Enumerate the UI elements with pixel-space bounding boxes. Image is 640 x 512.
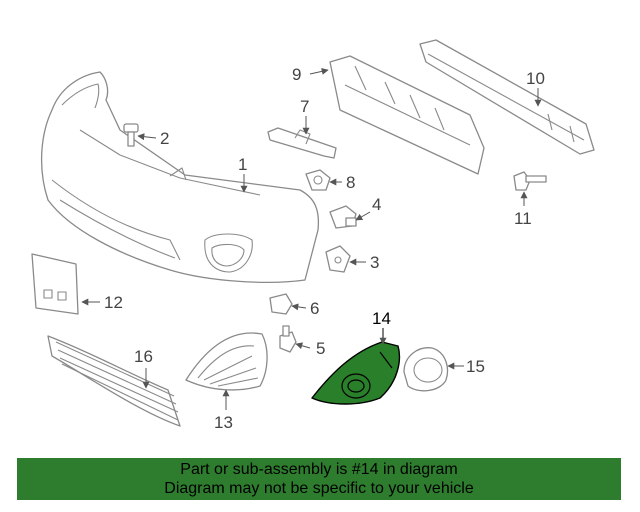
callout-11: 11 — [514, 209, 532, 228]
part-15-ring — [403, 347, 449, 392]
callout-14-selected: 14 — [372, 309, 391, 328]
part-4-clip — [329, 205, 357, 229]
part-9-absorber — [329, 55, 485, 175]
callout-5: 5 — [316, 339, 325, 358]
part-2-clip — [123, 123, 139, 147]
part-13-bezel — [185, 332, 268, 391]
callout-12: 12 — [104, 293, 123, 312]
callout-9: 9 — [292, 65, 301, 84]
callout-4: 4 — [372, 195, 381, 214]
part-7-bracket — [267, 127, 337, 159]
part-1-bumper-cover — [40, 71, 320, 283]
callout-1: 1 — [238, 155, 247, 174]
parts-diagram: 1 2 3 4 5 6 7 8 9 10 11 12 13 14 15 16 — [31, 39, 595, 432]
leader-lines — [81, 67, 542, 410]
callout-13: 13 — [214, 413, 233, 432]
part-5-screw — [279, 325, 297, 353]
part-16-grille — [47, 335, 181, 427]
callout-15: 15 — [466, 357, 485, 376]
callout-10: 10 — [526, 69, 545, 88]
callout-3: 3 — [370, 253, 379, 272]
part-11-bolt — [513, 171, 547, 191]
callout-16: 16 — [134, 347, 153, 366]
footer-line-1: Part or sub-assembly is #14 in diagram — [180, 461, 458, 478]
callout-7: 7 — [300, 97, 309, 116]
part-8-clip — [305, 169, 331, 191]
part-3-bracket — [325, 245, 351, 273]
callout-6: 6 — [310, 299, 319, 318]
part-10-reinforcement — [419, 39, 595, 155]
callout-8: 8 — [346, 173, 355, 192]
part-14-cover-highlighted — [311, 341, 401, 405]
part-6-nut — [269, 293, 293, 315]
callout-2: 2 — [160, 129, 169, 148]
footer-line-2: Diagram may not be specific to your vehi… — [164, 480, 474, 497]
footer-notice-banner: Part or sub-assembly is #14 in diagram D… — [17, 458, 621, 500]
part-12-license-bracket — [31, 253, 79, 315]
